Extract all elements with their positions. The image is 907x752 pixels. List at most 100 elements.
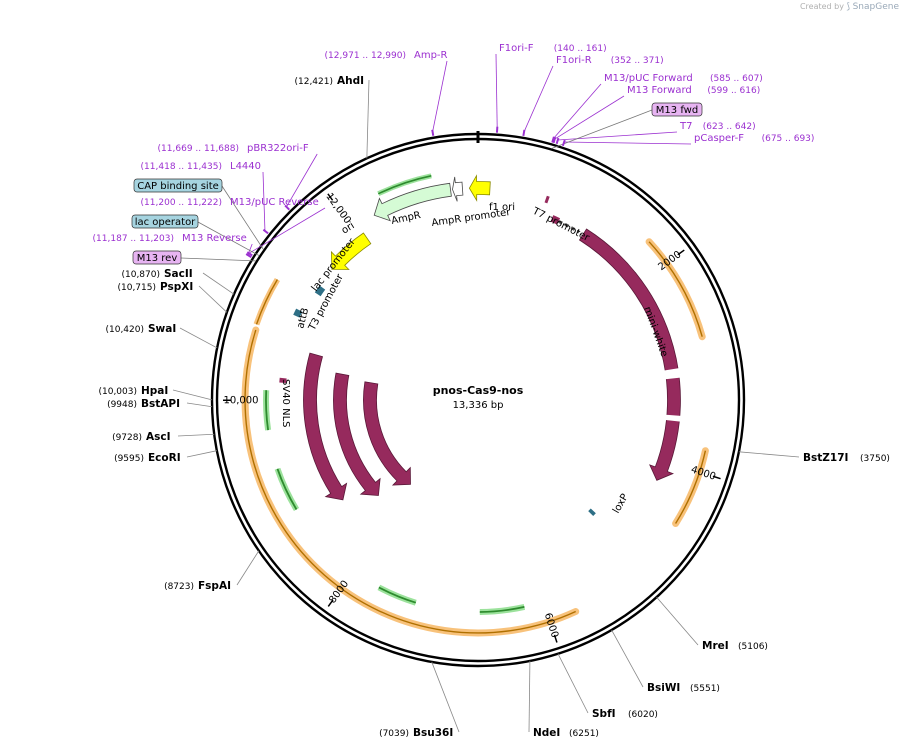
feature-ori[interactable] xyxy=(330,232,372,270)
boxed-lac-operator[interactable]: lac operator xyxy=(131,214,199,229)
green-arrow xyxy=(378,586,417,604)
enzyme-swai[interactable]: (10,420)SwaI xyxy=(105,323,176,335)
feature-ampr[interactable] xyxy=(373,182,452,222)
enzyme-position: (12,421) xyxy=(294,77,333,87)
enzyme-ahdi[interactable]: (12,421)AhdI xyxy=(294,75,364,87)
enzyme-position: (10,715) xyxy=(117,283,156,293)
exon-gap xyxy=(664,368,681,380)
primer-leader xyxy=(262,171,266,231)
enzyme-bstapi[interactable]: (9948)BstAPI xyxy=(107,398,180,410)
primer-site xyxy=(522,129,526,137)
feature-label-cas9: Cas9 xyxy=(388,519,415,537)
label-box-text: CAP binding site xyxy=(137,181,219,192)
enzyme-pspxi[interactable]: (10,715)PspXI xyxy=(117,281,193,293)
enzyme-leader xyxy=(198,285,228,313)
primer-range: (675 .. 693) xyxy=(762,134,815,144)
enzyme-leader xyxy=(366,79,370,159)
enzyme-position: (9728) xyxy=(112,433,142,443)
tick-mark xyxy=(327,193,334,201)
primer-m13-puc-reverse[interactable]: M13/pUC Reverse(11,200 .. 11,222) xyxy=(141,197,319,208)
green-arrow xyxy=(276,468,298,510)
enzyme-name: BsiWI xyxy=(647,682,680,694)
enzyme-position: (10,870) xyxy=(121,270,160,280)
primer-amp-r[interactable]: Amp-R(12,971 .. 12,990) xyxy=(325,50,448,61)
feature-cas9-outer[interactable] xyxy=(303,352,348,501)
primer-site xyxy=(561,139,566,147)
primer-m13-forward[interactable]: M13 Forward(599 .. 616) xyxy=(627,85,760,96)
attb-mark[interactable] xyxy=(293,308,303,318)
lac-promoter-mark[interactable] xyxy=(314,285,326,297)
enzyme-name: EcoRI xyxy=(148,452,181,464)
label-box-text: M13 fwd xyxy=(656,105,698,116)
feature-cas9-inner[interactable] xyxy=(363,381,411,486)
enzyme-leader xyxy=(202,272,235,295)
primer-site xyxy=(262,228,269,235)
enzyme-bsiwi[interactable]: (5551) BsiWI xyxy=(647,682,720,694)
enzyme-position: (9948) xyxy=(107,400,137,410)
enzyme-leader xyxy=(557,653,589,714)
primer-pbr322ori-f[interactable]: pBR322ori-F(11,669 .. 11,688) xyxy=(158,143,309,154)
feature-cas9-middle[interactable] xyxy=(333,372,381,496)
primer-name: T7 xyxy=(679,121,692,132)
enzyme-asci[interactable]: (9728)AscI xyxy=(112,431,170,443)
feature-f1-ori[interactable] xyxy=(468,174,491,202)
feature-label-t7-promoter: T7 promoter xyxy=(530,205,592,244)
enzyme-ecori[interactable]: (9595)EcoRI xyxy=(114,452,181,464)
enzyme-hpai[interactable]: (10,003)HpaI xyxy=(98,385,168,397)
enzyme-bstz17i[interactable]: (3750)BstZ17I xyxy=(803,452,890,464)
enzyme-name: Bsu36I xyxy=(413,727,453,739)
primer-t7[interactable]: T7(623 .. 642) xyxy=(679,121,756,132)
label-box-text: lac operator xyxy=(135,217,196,228)
boxed-m13-rev[interactable]: M13 rev xyxy=(132,250,182,265)
enzyme-position: (6251) xyxy=(569,729,599,739)
enzyme-mrei[interactable]: (5106)MreI xyxy=(702,640,768,652)
feature-label-cas9: Cas9 xyxy=(403,495,430,513)
primer-site xyxy=(555,137,560,145)
primer-pcasper-f[interactable]: pCasper-F(675 .. 693) xyxy=(694,133,814,144)
primer-name: L4440 xyxy=(230,161,261,172)
enzyme-fspai[interactable]: (8723)FspAI xyxy=(164,580,231,592)
leader-line-layer xyxy=(172,53,800,733)
plasmid-name: pnos-Cas9-nos xyxy=(433,384,524,397)
enzyme-leader xyxy=(611,629,644,688)
enzyme-position: (8723) xyxy=(164,582,194,592)
primer-range: (352 .. 371) xyxy=(611,56,664,66)
boxed-m13-fwd[interactable]: M13 fwd xyxy=(651,102,703,117)
enzyme-bsu36i[interactable]: (7039)Bsu36I xyxy=(379,727,453,739)
boxed-cap-binding-site[interactable]: CAP binding site xyxy=(133,178,223,193)
plasmid-length: 13,336 bp xyxy=(453,400,504,411)
primer-site xyxy=(245,253,252,259)
enzyme-name: MreI xyxy=(702,640,729,652)
feature-mini-white[interactable] xyxy=(578,228,681,481)
feature-ampr-promoter[interactable] xyxy=(452,176,464,202)
green-arrow xyxy=(377,175,432,195)
loxp-mark[interactable] xyxy=(588,508,596,517)
t7-promoter-box[interactable] xyxy=(550,215,561,225)
enzyme-leader xyxy=(177,433,215,437)
primer-l4440[interactable]: L4440(11,418 .. 11,435) xyxy=(141,161,261,172)
primer-name: M13/pUC Forward xyxy=(604,73,693,84)
enzyme-position: (5551) xyxy=(690,684,720,694)
enzyme-position: (10,003) xyxy=(98,387,137,397)
label-layer: (12,421)AhdI(10,870)SacII(10,715)PspXI(1… xyxy=(93,43,890,739)
boxed-leader xyxy=(197,221,260,257)
boxed-leader xyxy=(221,185,264,250)
t7-promoter-mark[interactable] xyxy=(544,195,550,204)
primer-site xyxy=(552,136,557,144)
primer-f1ori-f[interactable]: F1ori-F(140 .. 161) xyxy=(499,43,607,54)
enzyme-ndei[interactable]: (6251)NdeI xyxy=(533,727,599,739)
primer-m13-reverse[interactable]: M13 Reverse (11,187 .. 11,203) xyxy=(93,233,247,244)
label-box-text: M13 rev xyxy=(137,253,178,264)
primer-range: (11,187 .. 11,203) xyxy=(93,234,174,244)
enzyme-sbfi[interactable]: (6020)SbfI xyxy=(592,708,658,720)
orf-line xyxy=(675,450,707,524)
enzyme-leader xyxy=(528,660,531,733)
primer-f1ori-r[interactable]: F1ori-R(352 .. 371) xyxy=(556,55,664,66)
boxed-leader xyxy=(551,109,653,149)
primer-name: M13 Reverse xyxy=(182,233,247,244)
enzyme-sacii[interactable]: (10,870)SacII xyxy=(121,268,192,280)
primer-m13-puc-forward[interactable]: M13/pUC Forward(585 .. 607) xyxy=(604,73,763,84)
enzyme-position: (10,420) xyxy=(105,325,144,335)
feature-label-ampr: AmpR xyxy=(390,210,422,227)
tick-mark xyxy=(677,249,685,256)
